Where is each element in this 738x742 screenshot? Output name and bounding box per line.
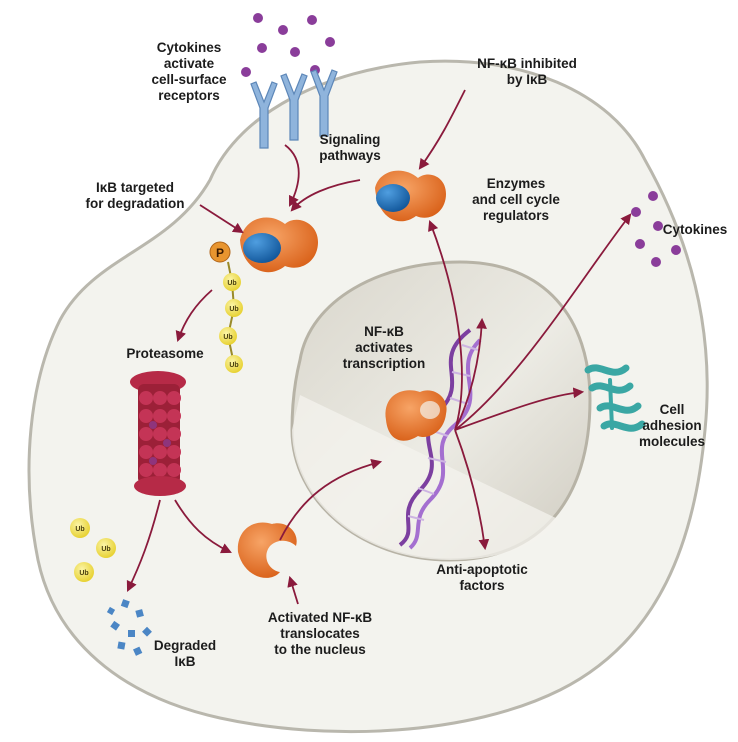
dna-helix (398, 328, 482, 550)
pathway-arrows (126, 89, 632, 605)
nfkb-ikb-complex-phosphorylated (240, 217, 318, 273)
phosphate-marker: P (209, 241, 231, 263)
ubiquitin-label: Ub (229, 306, 238, 313)
degraded-ikb-fragments (106, 599, 152, 656)
ubiquitin-label: Ub (229, 362, 238, 369)
proteasome (130, 371, 186, 496)
nucleus-highlight (292, 395, 560, 560)
label-nfkb-translocates: Activated NF-κB translocates to the nucl… (267, 610, 373, 657)
label-signaling-pathways: Signaling pathways (319, 132, 381, 163)
nfkb-ikb-complex-inactive (375, 170, 446, 222)
label-cell-adhesion: Cell adhesion molecules (638, 402, 706, 449)
label-anti-apoptotic: Anti-apoptotic factors (436, 562, 528, 593)
cell-adhesion-molecules (584, 364, 646, 432)
free-ubiquitin: Ub Ub Ub (70, 518, 116, 582)
label-nfkb-inhibited: NF-κB inhibited by IκB (477, 56, 577, 87)
ubiquitin-chain: Ub Ub Ub Ub (219, 261, 243, 373)
ubiquitin-label: Ub (79, 570, 88, 577)
label-degraded-ikb: Degraded IκB (153, 638, 217, 669)
label-ikb-targeted: IκB targeted for degradation (85, 180, 185, 211)
cell-surface-receptors (250, 69, 338, 149)
nfkb-bound-dna (385, 390, 447, 441)
ubiquitin-label: Ub (101, 546, 110, 553)
label-nfkb-transcription: NF-κB activates transcription (342, 324, 426, 371)
label-cytokines-secreted: Cytokines (662, 222, 728, 237)
cytokines-secreted (631, 191, 681, 267)
label-cytokines-receptors: Cytokines activate cell-surface receptor… (151, 40, 227, 103)
label-proteasome: Proteasome (126, 346, 204, 361)
ubiquitin-label: Ub (75, 526, 84, 533)
ubiquitin-label: Ub (227, 280, 236, 287)
phosphate-label: P (216, 246, 224, 260)
ubiquitin-label: Ub (223, 334, 232, 341)
cytokines-extracellular (241, 13, 335, 77)
label-enzymes-regulators: Enzymes and cell cycle regulators (472, 176, 560, 223)
